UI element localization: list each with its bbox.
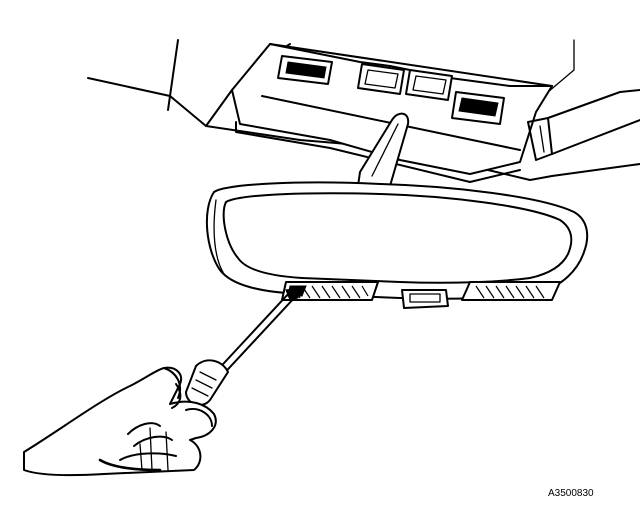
console-button-middle [357, 63, 453, 101]
figure-code: A3500830 [548, 488, 594, 499]
mirror-switch [401, 289, 449, 309]
screwdriver [185, 287, 299, 407]
visor-clip [527, 89, 640, 161]
console-button-left [277, 55, 333, 85]
mirror-housing [205, 181, 589, 300]
console-button-right [451, 91, 505, 125]
hand [23, 366, 217, 477]
mirror-stem [357, 112, 410, 187]
overhead-console [231, 43, 553, 183]
map-lamp-right [461, 281, 561, 301]
